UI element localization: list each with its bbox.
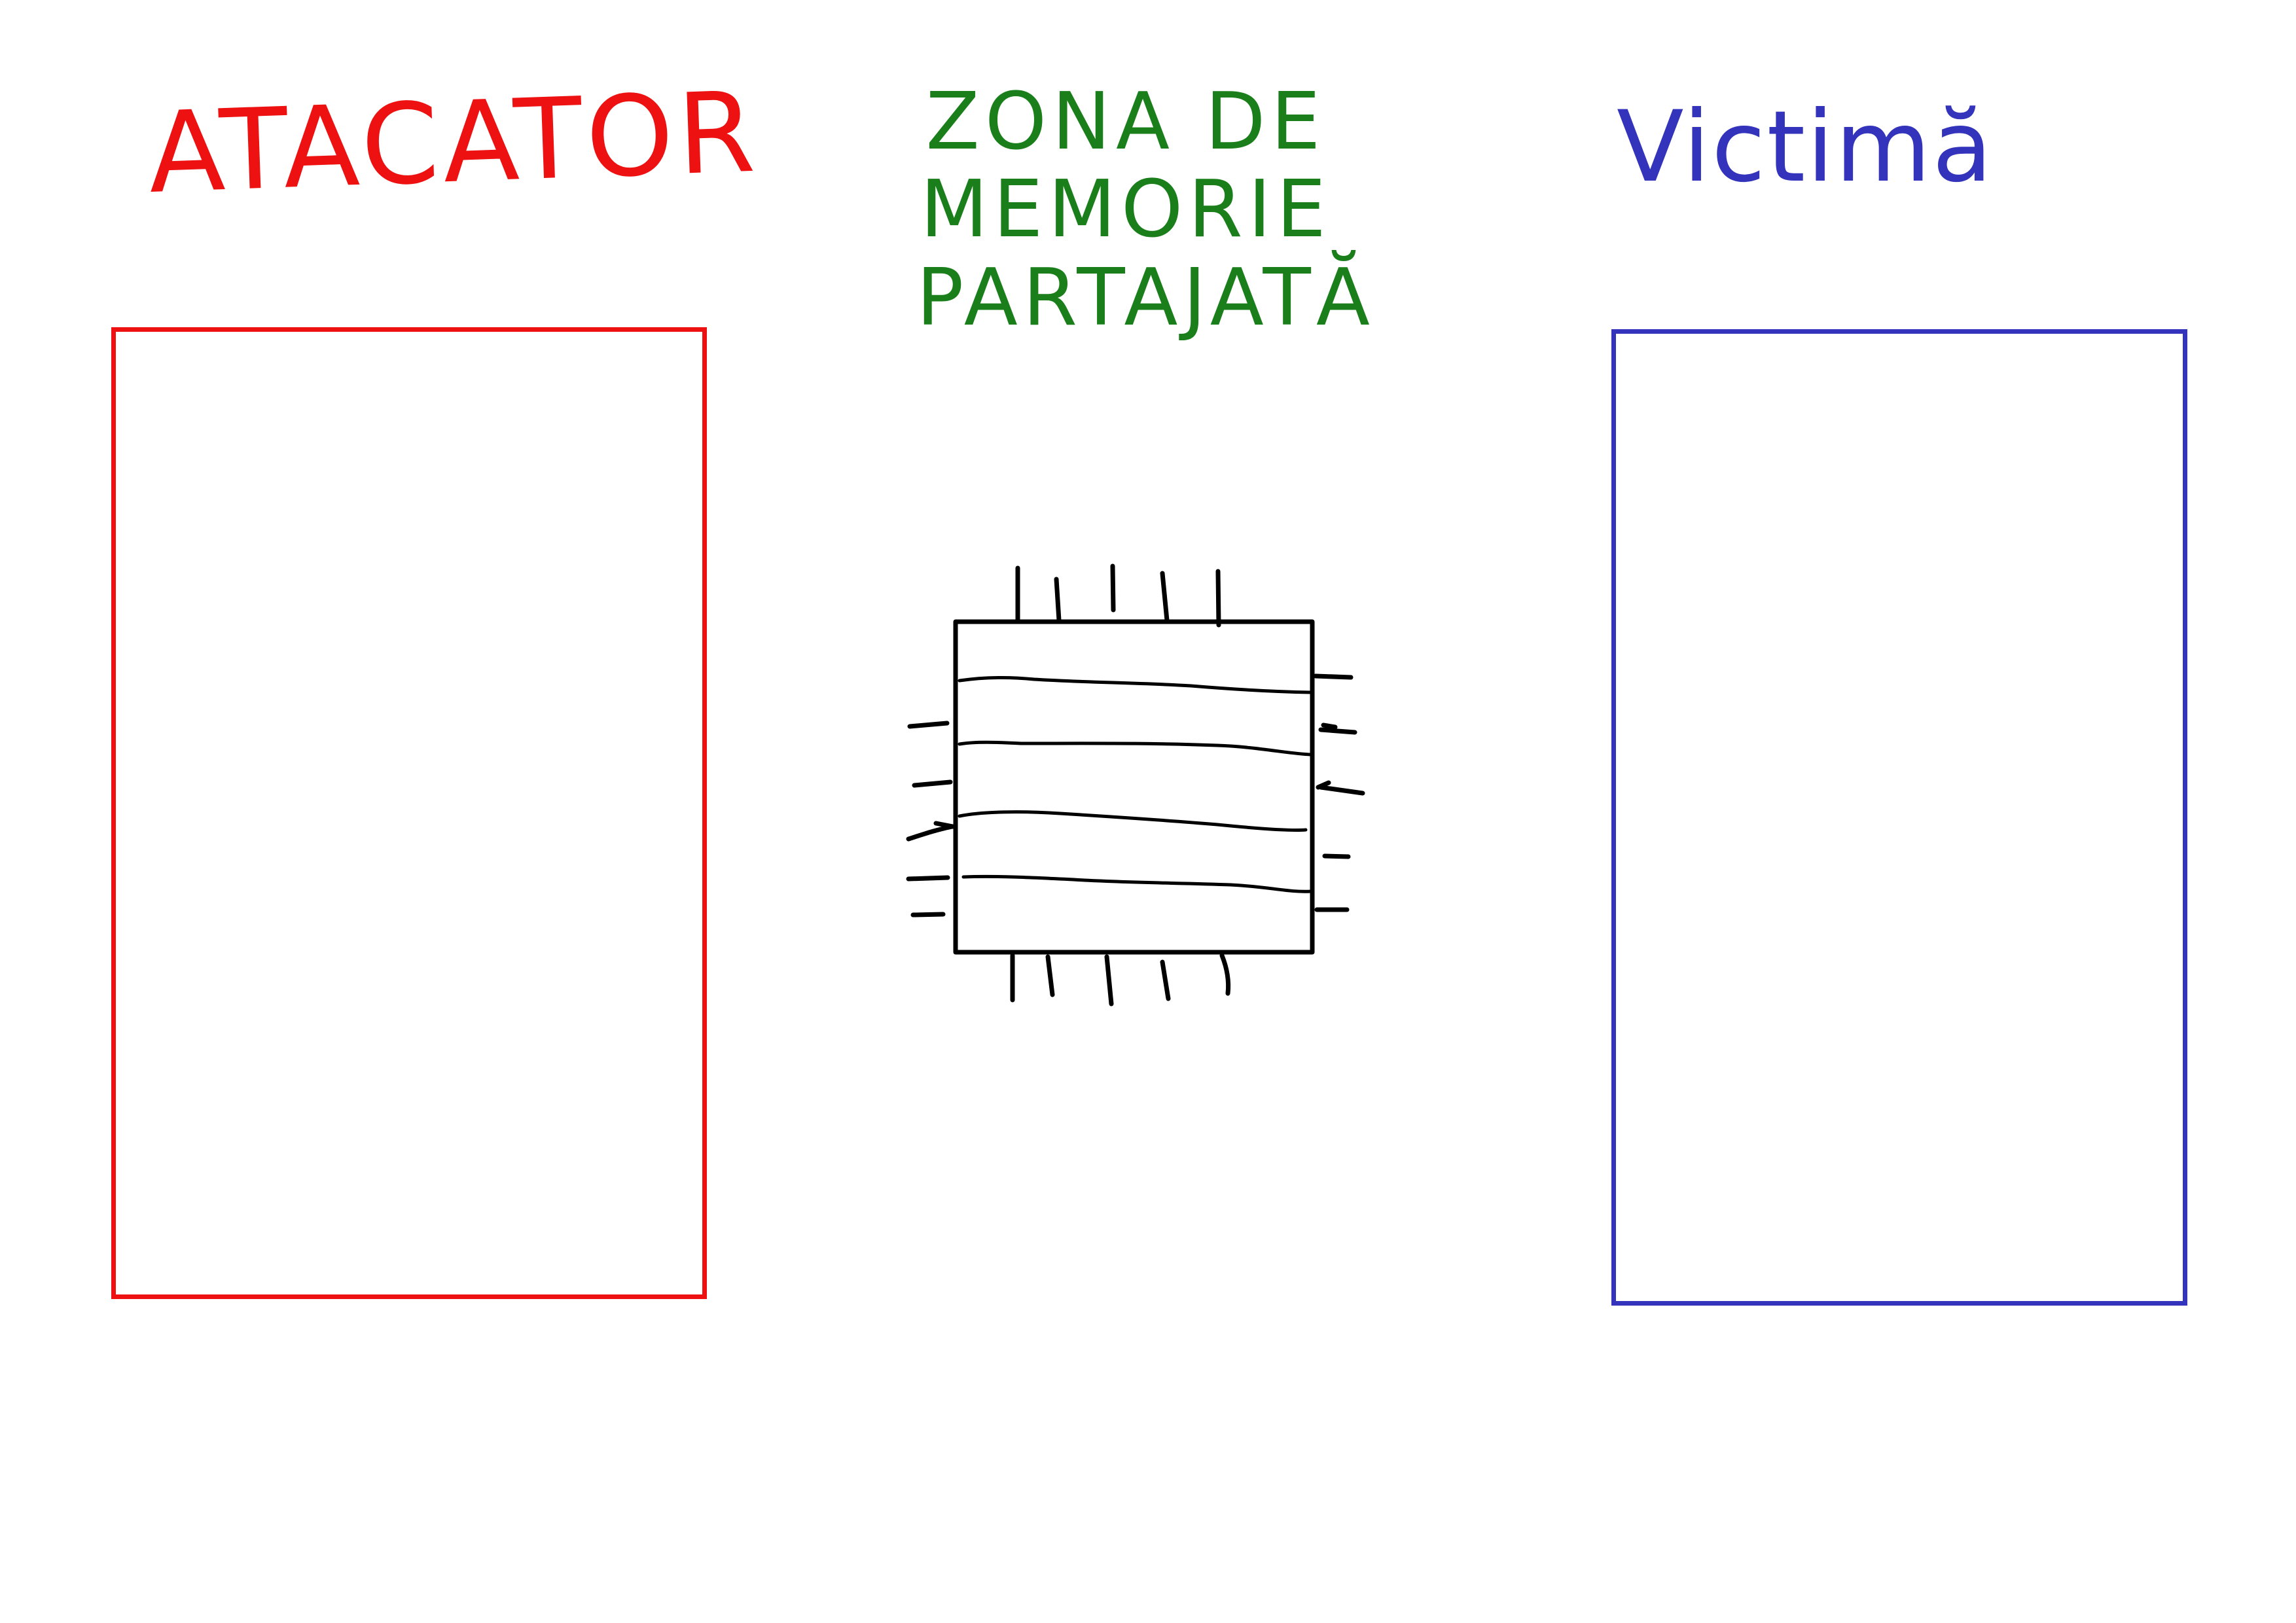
shared-memory-label-line-2: MEMORIE	[920, 164, 1331, 256]
pin	[1045, 954, 1055, 997]
pin	[910, 912, 946, 918]
attacker-label: ATACATOR	[146, 67, 761, 219]
memory-chip-icon	[906, 563, 1365, 1007]
memory-rows	[958, 676, 1313, 893]
memory-row-2	[958, 740, 1313, 757]
chip-pins-bottom	[1010, 953, 1231, 1007]
pin	[1160, 571, 1170, 623]
pin	[912, 779, 953, 788]
pin	[1215, 569, 1221, 628]
memory-row-4	[961, 874, 1313, 893]
memory-row-3	[958, 810, 1308, 832]
attacker-box	[111, 327, 707, 1299]
chip-pins-top	[1015, 563, 1221, 628]
chip-body	[953, 619, 1315, 955]
pin	[1160, 959, 1171, 1001]
pin	[907, 721, 950, 729]
shared-memory-label-line-3: PARTAJATĂ	[916, 252, 1375, 344]
pin	[1318, 722, 1357, 735]
chip-pins-left	[906, 721, 956, 918]
shared-memory-label: ZONA DE MEMORIE PARTAJATĂ	[916, 77, 1375, 344]
pin	[1316, 780, 1365, 796]
pin	[906, 821, 956, 842]
shared-memory-label-line-1: ZONA DE	[925, 77, 1326, 168]
pin	[1104, 954, 1114, 1007]
chip-pins-right	[1313, 673, 1365, 912]
pin	[1322, 853, 1351, 859]
victim-label: Victimă	[1617, 90, 1994, 204]
victim-box	[1611, 329, 2187, 1306]
pin	[1054, 577, 1062, 623]
pin	[1219, 953, 1231, 996]
pin	[906, 875, 950, 882]
memory-row-1	[958, 676, 1313, 694]
pin	[1313, 673, 1354, 680]
